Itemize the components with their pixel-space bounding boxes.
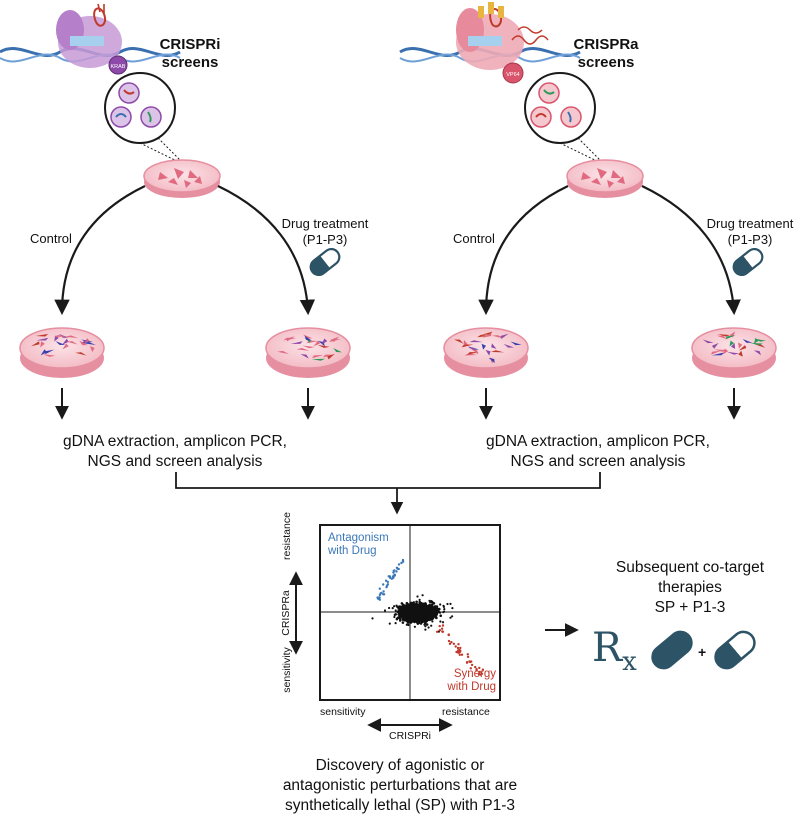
left-control-label: Control: [30, 231, 72, 246]
left-drug-treatment-label: Drug treatment (P1-P3): [270, 216, 380, 248]
right-branch-arrows: [478, 185, 741, 316]
crispra-lentivirus-magnifier: [524, 72, 606, 166]
rx-main: R: [592, 625, 623, 671]
antagonism-line1: Antagonism: [328, 532, 389, 544]
rx-sub: x: [622, 647, 637, 677]
petri-dish: [691, 327, 777, 378]
discovery-line1: Discovery of agonistic or: [315, 757, 485, 774]
drug-line1: Drug treatment: [706, 216, 794, 231]
x-left-label: sensitivity: [320, 706, 366, 718]
left-branch-arrows: [54, 185, 316, 316]
synergy-label: Synergy with Drug: [430, 668, 496, 694]
x-axis-label: CRISPRi: [388, 730, 431, 742]
crispri-lentivirus-magnifier: [104, 72, 186, 166]
synergy-line2: with Drug: [447, 681, 496, 693]
analysis-line1: gDNA extraction, amplicon PCR,: [63, 433, 287, 450]
analysis-line2: NGS and screen analysis: [87, 453, 263, 470]
y-bottom-label: sensitivity: [281, 647, 293, 693]
crispri-title-line2: screens: [161, 54, 219, 71]
crispra-title-line2: screens: [577, 54, 635, 71]
petri-dish: [265, 327, 351, 378]
capsule-icon: [309, 247, 341, 277]
cotarget-line1: Subsequent co-target: [615, 559, 765, 576]
cotarget-line3: SP + P1-3: [654, 599, 726, 616]
scatter-plot: [319, 524, 501, 701]
down-arrows: [55, 388, 741, 420]
capsule-icon: [651, 630, 693, 670]
result-dishes: [19, 327, 777, 378]
synergy-line1: Synergy: [453, 668, 496, 680]
crispri-library-dish: [143, 159, 221, 198]
capsule-icon: [714, 630, 756, 670]
crispra-title: CRISPRa screens: [566, 36, 646, 72]
x-right-label: resistance: [442, 706, 490, 718]
right-control-label: Control: [453, 231, 495, 246]
discovery-text: Discovery of agonistic or antagonistic p…: [240, 756, 560, 816]
capsule-icon: [732, 247, 764, 277]
drug-line1: Drug treatment: [281, 216, 369, 231]
petri-dish: [19, 327, 105, 378]
cotarget-text: Subsequent co-target therapies SP + P1-3: [600, 558, 780, 618]
krab-badge: KRAB: [111, 64, 126, 70]
y-top-label: resistance: [281, 512, 293, 560]
analysis-line1: gDNA extraction, amplicon PCR,: [486, 433, 710, 450]
vp64-badge: VP64: [506, 72, 519, 78]
crispri-title-line1: CRISPRi: [159, 36, 221, 53]
crispri-title: CRISPRi screens: [150, 36, 230, 72]
right-drug-treatment-label: Drug treatment (P1-P3): [695, 216, 800, 248]
drug-line2: (P1-P3): [727, 232, 773, 247]
left-analysis-text: gDNA extraction, amplicon PCR, NGS and s…: [40, 432, 310, 472]
rx-icon: Rx: [592, 628, 637, 682]
analysis-line2: NGS and screen analysis: [510, 453, 686, 470]
discovery-line3: synthetically lethal (SP) with P1-3: [284, 797, 515, 814]
crispra-title-line1: CRISPRa: [573, 36, 639, 53]
discovery-line2: antagonistic perturbations that are: [282, 777, 518, 794]
merge-connector: [175, 472, 601, 515]
antagonism-line2: with Drug: [328, 545, 377, 557]
crispra-library-dish: [566, 159, 644, 198]
antagonism-label: Antagonism with Drug: [328, 532, 389, 558]
petri-dish: [443, 327, 529, 378]
crispra-construct: VP64: [399, 2, 581, 84]
right-analysis-text: gDNA extraction, amplicon PCR, NGS and s…: [463, 432, 733, 472]
plus-sign: +: [698, 644, 707, 660]
crispri-construct: KRAB: [0, 3, 181, 75]
drug-line2: (P1-P3): [302, 232, 348, 247]
cotarget-line2: therapies: [658, 579, 722, 596]
y-axis-label: CRISPRa: [280, 590, 292, 636]
